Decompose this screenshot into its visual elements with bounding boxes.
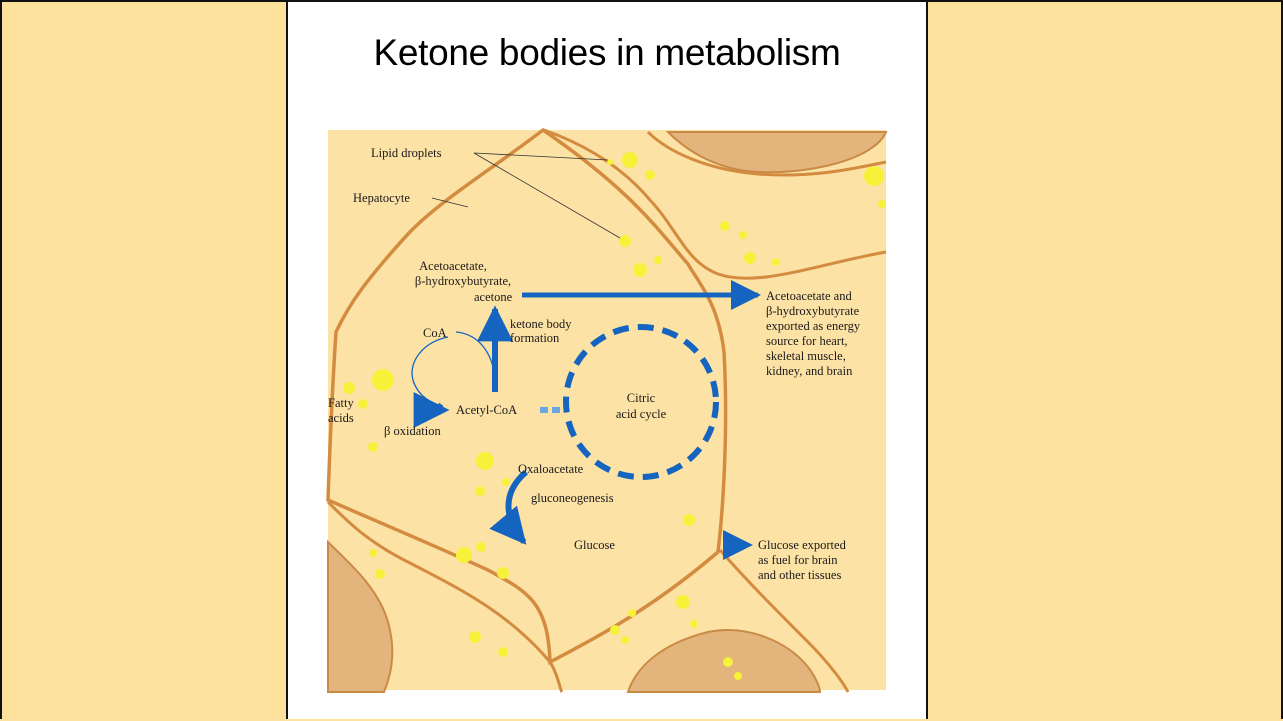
export-ketones-line: Acetoacetate and xyxy=(766,289,852,303)
label-hepatocyte: Hepatocyte xyxy=(353,191,410,205)
label-oxaloacetate: Oxaloacetate xyxy=(518,462,584,476)
label-citric-1: Citric xyxy=(627,391,656,405)
label-ketones-line2: β-hydroxybutyrate, xyxy=(415,274,511,288)
label-beta-oxidation: β oxidation xyxy=(384,424,441,438)
label-ketones-line3: acetone xyxy=(474,290,513,304)
label-lipid-droplets: Lipid droplets xyxy=(371,146,442,160)
label-fatty-acids-2: acids xyxy=(328,411,354,425)
export-glucose-line: as fuel for brain xyxy=(758,553,838,567)
left-margin-panel xyxy=(0,0,286,719)
label-glucose: Glucose xyxy=(574,538,615,552)
label-gluconeogenesis: gluconeogenesis xyxy=(531,491,614,505)
glucose-export-text: Glucose exported as fuel for brain and o… xyxy=(758,538,847,582)
export-ketones-line: β-hydroxybutyrate xyxy=(766,304,860,318)
export-ketones-line: exported as energy xyxy=(766,319,861,333)
label-ketone-formation-2: formation xyxy=(510,331,560,345)
label-fatty-acids-1: Fatty xyxy=(328,396,354,410)
export-ketones-line: skeletal muscle, xyxy=(766,349,846,363)
slide-panel: Ketone bodies in metabolism xyxy=(286,0,928,719)
label-acetyl-coa: Acetyl-CoA xyxy=(456,403,517,417)
right-margin-panel xyxy=(928,0,1283,719)
export-glucose-line: Glucose exported xyxy=(758,538,847,552)
ketone-metabolism-diagram: Lipid droplets Hepatocyte Acetoacetate, … xyxy=(288,2,930,721)
label-coa: CoA xyxy=(423,326,447,340)
export-glucose-line: and other tissues xyxy=(758,568,841,582)
export-ketones-line: source for heart, xyxy=(766,334,848,348)
label-ketone-formation-1: ketone body xyxy=(510,317,572,331)
ketone-export-text: Acetoacetate and β-hydroxybutyrate expor… xyxy=(766,289,861,378)
label-ketones-line1: Acetoacetate, xyxy=(419,259,487,273)
export-ketones-line: kidney, and brain xyxy=(766,364,853,378)
label-citric-2: acid cycle xyxy=(616,407,667,421)
